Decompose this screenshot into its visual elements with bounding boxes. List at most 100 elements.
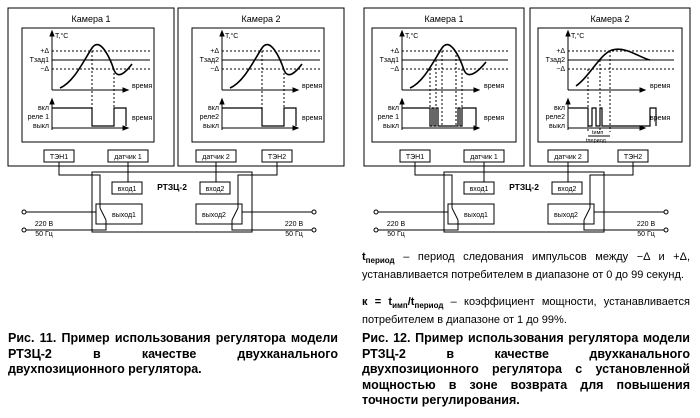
fig12-c2-relay-label: реле2 bbox=[546, 114, 566, 121]
fig11-heater1-label: ТЭН1 bbox=[50, 154, 68, 161]
fig12-sensor2-label: датчик 2 bbox=[554, 154, 582, 161]
fig12-t-period-label: tпериод bbox=[586, 138, 607, 144]
fig11-caption: Рис. 11. Пример использования регулятора… bbox=[8, 331, 338, 376]
fig11-c2-off-label: выкл bbox=[203, 123, 219, 130]
fig12-c1-time-label: время bbox=[484, 83, 504, 90]
fig11-c2-plus-delta: +Δ bbox=[210, 48, 219, 55]
fig12-input1-label: вход1 bbox=[470, 186, 489, 193]
fig11-c2-time-label: время bbox=[302, 83, 322, 90]
fig11-c1-relay-label: реле 1 bbox=[28, 114, 49, 121]
fig12-caption: Рис. 12. Пример использования регулятора… bbox=[362, 331, 690, 407]
fig12-c2-off-label: выкл bbox=[549, 123, 565, 130]
fig12-camera1-frame bbox=[363, 7, 525, 167]
fig12-heater1-label: ТЭН1 bbox=[406, 154, 424, 161]
fig11-c2-relay-label: реле2 bbox=[200, 114, 220, 121]
fig11-c2-temperature-curve bbox=[229, 43, 303, 89]
fig11-c1-time-label-2: время bbox=[132, 115, 152, 122]
fig12-camera1-chart-frame bbox=[371, 27, 517, 143]
fig12-c2-temperature-curve bbox=[575, 48, 651, 87]
fig11-output1-label: выход1 bbox=[112, 212, 136, 219]
fig12-sensor1-label: датчик 1 bbox=[470, 154, 498, 161]
fig12-c2-plus-delta: +Δ bbox=[556, 48, 565, 55]
fig11-output2-box bbox=[195, 203, 243, 225]
fig11-c1-relay-signal bbox=[52, 107, 127, 127]
fig11-c1-axis-y: T,°C bbox=[55, 32, 68, 40]
fig12-c1-on-label: вкл bbox=[388, 105, 399, 112]
fig12-regulator-box bbox=[443, 171, 605, 233]
fig11-c1-time-label: время bbox=[132, 83, 152, 90]
fig12-diagram: Камера 1 Т,°С +Δ Тзад1 −Δ время вкл реле… bbox=[363, 7, 691, 238]
fig11-c1-on-label: вкл bbox=[38, 105, 49, 112]
fig12-note-power: к = tимп/tпериод – коэффициент мощности,… bbox=[362, 296, 690, 327]
fig11-c1-temperature-curve bbox=[59, 43, 133, 89]
fig11-c1-off-label: выкл bbox=[33, 123, 49, 130]
fig12-output1-label: выход1 bbox=[464, 212, 488, 219]
fig12-c1-temperature-curve bbox=[409, 43, 487, 89]
fig12-freq-right: 50 Гц bbox=[637, 231, 655, 238]
fig12-camera1-title: Камера 1 bbox=[425, 14, 464, 24]
fig11-sensor1-label: датчик 1 bbox=[114, 154, 142, 161]
fig12-voltage-left: 220 В bbox=[387, 221, 406, 228]
fig12-c1-plus-delta: +Δ bbox=[390, 48, 399, 55]
fig11-input2-label: вход2 bbox=[206, 186, 225, 193]
fig11-freq-right: 50 Гц bbox=[285, 231, 303, 238]
fig12-c1-setpoint: Тзад1 bbox=[380, 57, 399, 64]
fig11-c2-relay-signal bbox=[222, 107, 297, 127]
fig12-c1-axis-y: Т,°С bbox=[405, 32, 418, 40]
fig11-c1-plus-delta: +Δ bbox=[40, 48, 49, 55]
fig11-camera1-title: Камера 1 bbox=[72, 14, 111, 24]
fig11-c1-setpoint: Тзад1 bbox=[30, 57, 49, 64]
fig12-input2-label: вход2 bbox=[558, 186, 577, 193]
fig11-input1-box bbox=[111, 181, 143, 195]
fig11-camera2-title: Камера 2 bbox=[242, 14, 281, 24]
fig11-voltage-right: 220 В bbox=[285, 221, 304, 228]
fig11-regulator-name: РТЗЦ-2 bbox=[157, 182, 187, 192]
fig12-c1-minus-delta: −Δ bbox=[390, 66, 399, 73]
fig11-voltage-left: 220 В bbox=[35, 221, 54, 228]
fig12-input2-box bbox=[551, 181, 583, 195]
fig11-c1-minus-delta: −Δ bbox=[40, 66, 49, 73]
fig12-c1-relay-label: реле 1 bbox=[378, 114, 399, 121]
fig12-t-imp-label: tимп bbox=[592, 130, 603, 136]
fig12-output1-box bbox=[447, 203, 495, 225]
fig12-c1-time-label-2: время bbox=[484, 115, 504, 122]
fig12-camera2-chart-frame bbox=[537, 27, 683, 143]
fig11-camera2-chart-frame bbox=[191, 27, 325, 143]
fig11-c2-time-label-2: время bbox=[302, 115, 322, 122]
fig11-regulator-box bbox=[91, 171, 253, 233]
fig12-c2-setpoint: Тзад2 bbox=[546, 57, 565, 64]
fig12-c2-relay-signal bbox=[568, 107, 657, 127]
fig11-c2-on-label: вкл bbox=[208, 105, 219, 112]
fig12-input1-box bbox=[463, 181, 495, 195]
fig12-voltage-right: 220 В bbox=[637, 221, 656, 228]
fig11-diagram: Камера 1 T,°C +Δ Тзад1 −Δ время вкл реле… bbox=[7, 7, 345, 238]
fig11-c2-axis-y: T,°C bbox=[225, 32, 238, 40]
fig11-camera1-frame bbox=[7, 7, 175, 167]
fig12-c2-minus-delta: −Δ bbox=[556, 66, 565, 73]
fig12-camera2-title: Камера 2 bbox=[591, 14, 630, 24]
fig12-c2-time-label-2: время bbox=[650, 115, 670, 122]
fig12-freq-left: 50 Гц bbox=[387, 231, 405, 238]
fig11-heater2-label: ТЭН2 bbox=[268, 154, 286, 161]
fig11-freq-left: 50 Гц bbox=[35, 231, 53, 238]
fig12-c2-axis-y: Т,°С bbox=[571, 32, 584, 40]
fig12-c1-off-label: выкл bbox=[383, 123, 399, 130]
fig11-camera2-frame bbox=[177, 7, 345, 167]
fig12-note-period: tпериод – период следования импульсов ме… bbox=[362, 251, 690, 282]
fig12-heater2-label: ТЭН2 bbox=[624, 154, 642, 161]
fig12-c1-relay-signal bbox=[402, 107, 477, 127]
fig12-camera2-frame bbox=[529, 7, 691, 167]
fig11-input2-box bbox=[199, 181, 231, 195]
fig12-output2-label: выход2 bbox=[554, 212, 578, 219]
fig12-regulator-name: РТЗЦ-2 bbox=[509, 182, 539, 192]
fig11-sensor2-label: датчик 2 bbox=[202, 154, 230, 161]
fig11-c2-minus-delta: −Δ bbox=[210, 66, 219, 73]
fig12-c2-on-label: вкл bbox=[554, 105, 565, 112]
fig11-output1-box bbox=[95, 203, 143, 225]
fig12-c2-time-label: время bbox=[650, 83, 670, 90]
fig11-camera1-chart-frame bbox=[21, 27, 155, 143]
fig11-input1-label: вход1 bbox=[118, 186, 137, 193]
fig12-output2-box bbox=[547, 203, 595, 225]
fig11-output2-label: выход2 bbox=[202, 212, 226, 219]
fig11-c2-setpoint: Тзад2 bbox=[200, 57, 219, 64]
